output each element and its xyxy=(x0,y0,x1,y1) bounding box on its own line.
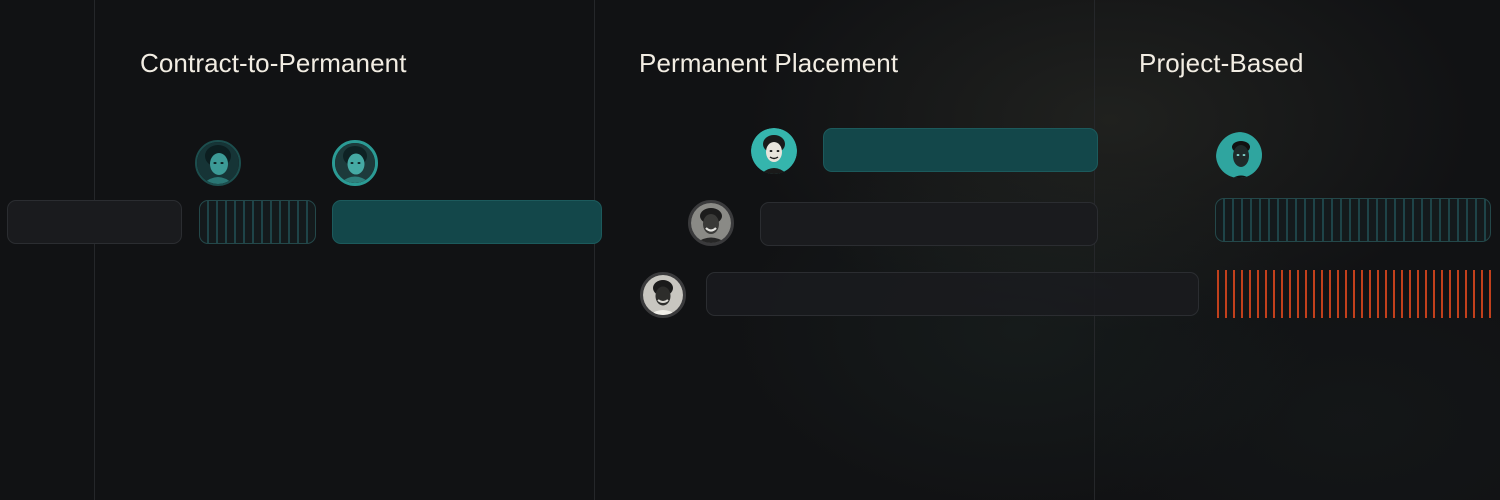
timeline-bar-empty[interactable] xyxy=(7,200,182,244)
person-portrait-icon xyxy=(197,142,239,184)
avatar[interactable] xyxy=(640,272,686,318)
person-portrait-icon xyxy=(335,143,375,183)
person-portrait-icon xyxy=(643,275,683,315)
section-title-contract-to-permanent: Contract-to-Permanent xyxy=(140,48,407,78)
avatar[interactable] xyxy=(332,140,378,186)
person-portrait-icon xyxy=(1216,132,1262,178)
person-portrait-icon xyxy=(751,128,797,174)
timeline-bar-pending[interactable] xyxy=(1215,198,1491,242)
timeline-bar-active[interactable] xyxy=(332,200,602,244)
column-divider xyxy=(94,0,95,500)
column-divider xyxy=(1094,0,1095,500)
avatar[interactable] xyxy=(1216,132,1262,178)
section-title-permanent-placement: Permanent Placement xyxy=(639,48,899,78)
timeline-bar-active[interactable] xyxy=(823,128,1098,172)
timeline-bar-empty[interactable] xyxy=(760,202,1098,246)
timeline-bar-alert[interactable] xyxy=(1217,270,1491,318)
timeline-bar-pending[interactable] xyxy=(199,200,316,244)
avatar[interactable] xyxy=(688,200,734,246)
column-divider xyxy=(594,0,595,500)
avatar[interactable] xyxy=(751,128,797,174)
section-title-project-based: Project-Based xyxy=(1139,48,1304,78)
person-portrait-icon xyxy=(691,203,731,243)
timeline-bar-empty[interactable] xyxy=(706,272,1199,316)
avatar[interactable] xyxy=(195,140,241,186)
